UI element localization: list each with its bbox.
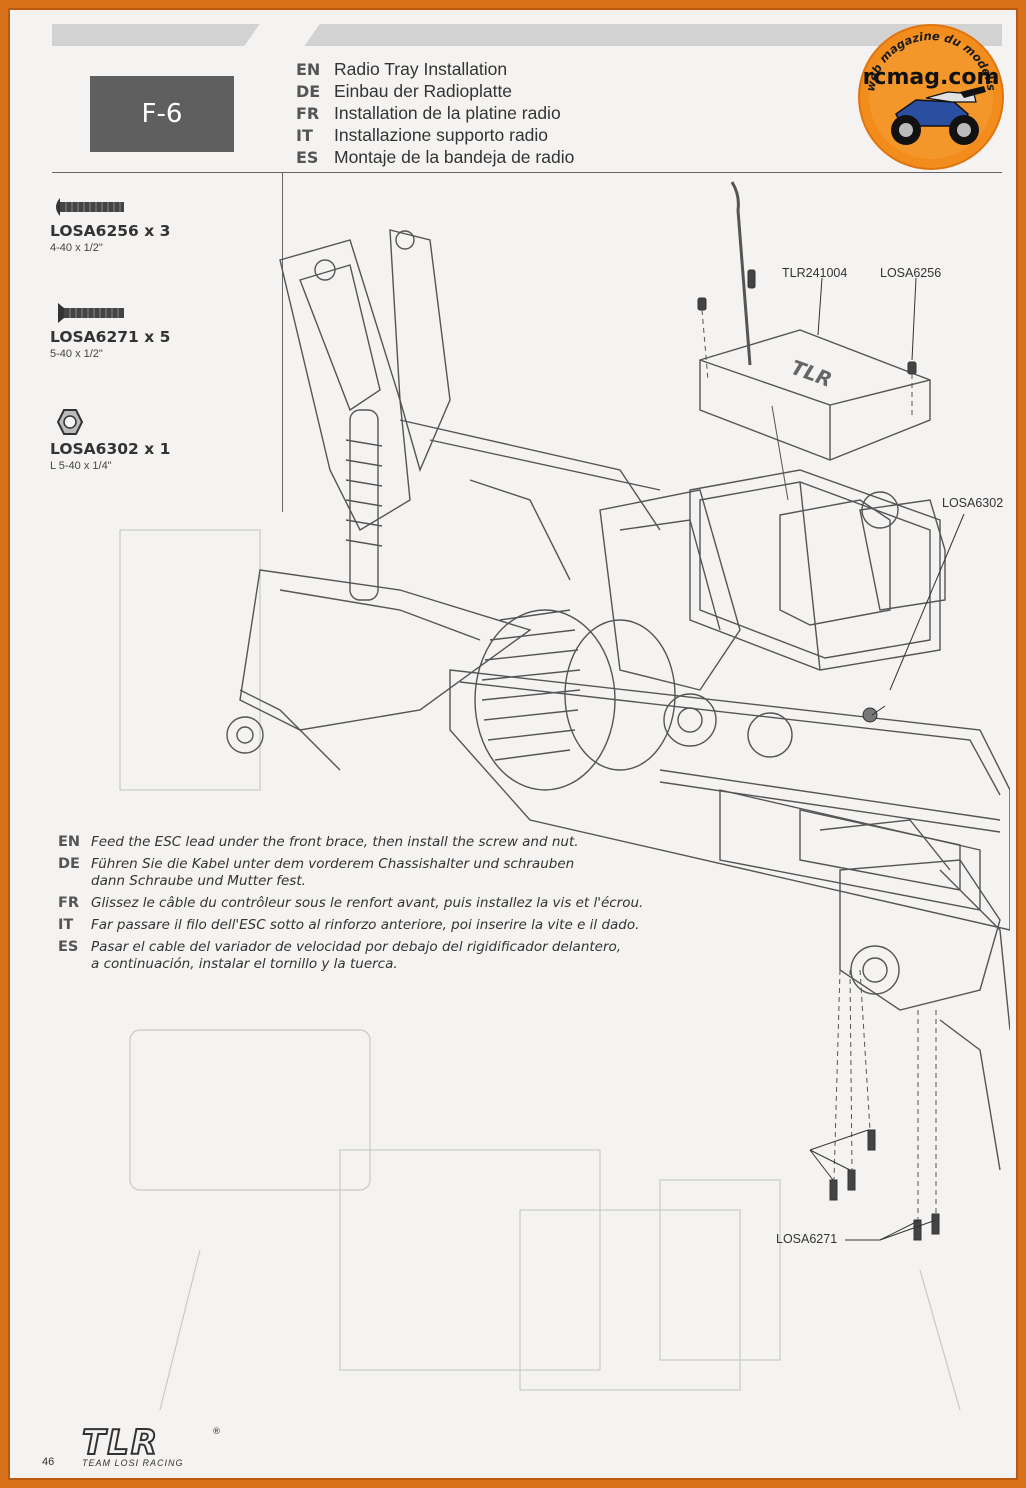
assembly-drawing: TLR — [119, 181, 1010, 1411]
tray-logo-mark: TLR — [788, 355, 835, 392]
header-band — [52, 24, 1002, 46]
instruction-text: Führen Sie die Kabel unter dem vorderem … — [91, 856, 574, 890]
instruction-line: IT Far passare il filo dell'ESC sotto al… — [58, 917, 758, 934]
instruction-text: Glissez le câble du contrôleur sous le r… — [91, 895, 643, 912]
instruction-line: DE Führen Sie die Kabel unter dem vorder… — [58, 856, 758, 890]
team-name: TEAM LOSI RACING — [82, 1458, 184, 1468]
instruction-lang: ES — [58, 939, 79, 955]
title-lang: IT — [296, 125, 313, 145]
title-line: EN Radio Tray Installation — [296, 58, 574, 80]
instruction-lang: DE — [58, 856, 80, 872]
instruction-text-line: Pasar el cable del variador de velocidad… — [91, 939, 622, 955]
title-text: Einbau der Radioplatte — [334, 80, 513, 101]
title-lang: EN — [296, 59, 321, 79]
instruction-text-line: Führen Sie die Kabel unter dem vorderem … — [91, 856, 575, 872]
instruction-line: EN Feed the ESC lead under the front bra… — [58, 834, 758, 851]
tlr-logo: TLR ® — [81, 1424, 221, 1460]
instruction-text-line: Glissez le câble du contrôleur sous le r… — [91, 895, 644, 911]
page-number: 46 — [42, 1456, 55, 1468]
title-lang: DE — [296, 81, 321, 101]
title-lang: FR — [296, 103, 320, 123]
chassis-linework — [226, 181, 1010, 1171]
title-lang: ES — [296, 147, 319, 167]
step-label: F-6 — [90, 76, 234, 152]
part-size: 4-40 x 1/2" — [50, 242, 103, 254]
part-name: LOSA6271 x 5 — [50, 328, 171, 346]
button-head-screw-icon — [56, 198, 124, 216]
title-text: Radio Tray Installation — [334, 58, 508, 79]
callout-tray-screw: LOSA6256 — [880, 266, 942, 280]
title-line: ES Montaje de la bandeja de radio — [296, 146, 574, 168]
title-text: Installation de la platine radio — [334, 102, 561, 123]
instruction-line: ES Pasar el cable del variador de veloci… — [58, 939, 758, 973]
instruction-text: Feed the ESC lead under the front brace,… — [91, 834, 579, 851]
callout-nut: LOSA6302 — [942, 496, 1004, 510]
registered-mark: ® — [212, 1427, 221, 1437]
part-name: LOSA6302 x 1 — [50, 440, 171, 458]
instruction-text-line: Far passare il filo dell'ESC sotto al ri… — [91, 917, 640, 933]
instruction-line: FR Glissez le câble du contrôleur sous l… — [58, 895, 758, 912]
instruction-text-line: a continuación, instalar el tornillo y l… — [91, 956, 398, 972]
title-text: Montaje de la bandeja de radio — [334, 146, 575, 167]
instruction-text: Far passare il filo dell'ESC sotto al ri… — [91, 917, 639, 934]
part-item: LOSA6256 x 3 4-40 x 1/2" — [50, 196, 270, 254]
flat-head-screw-icon — [58, 303, 124, 323]
leader-lines — [809, 277, 965, 1241]
badge-brand: rcmag.com — [863, 65, 1000, 90]
instruction-text: Pasar el cable del variador de velocidad… — [91, 939, 621, 973]
rcmag-badge[interactable]: Le web magazine du modelisme rcmag.com — [856, 22, 1006, 172]
instruction-text-line: dann Schraube und Mutter fest. — [91, 873, 306, 889]
part-item: LOSA6271 x 5 5-40 x 1/2" — [50, 302, 270, 360]
assembly-guides — [701, 309, 937, 1220]
callout-radio-tray: TLR241004 — [782, 266, 848, 280]
title-line: IT Installazione supporto radio — [296, 124, 574, 146]
instruction-lang: FR — [58, 895, 80, 911]
callout-chassis-screws: LOSA6271 — [776, 1232, 838, 1246]
header-divider — [52, 172, 1002, 173]
step-titles: EN Radio Tray Installation DE Einbau der R… — [296, 58, 574, 168]
instruction-lang: IT — [58, 917, 74, 933]
instructions: EN Feed the ESC lead under the front bra… — [58, 834, 758, 978]
title-text: Installazione supporto radio — [334, 124, 549, 145]
hardware-marks — [697, 269, 940, 1241]
hex-nut-icon — [56, 409, 84, 435]
title-line: DE Einbau der Radioplatte — [296, 80, 574, 102]
part-size: 5-40 x 1/2" — [50, 348, 103, 360]
part-size: L 5-40 x 1/4" — [50, 460, 112, 472]
title-line: FR Installation de la platine radio — [296, 102, 574, 124]
tlr-logo-letters: TLR — [82, 1424, 159, 1460]
ghost-underlay — [119, 529, 961, 1411]
instruction-lang: EN — [58, 834, 81, 850]
page-frame — [8, 8, 1018, 1480]
part-item: LOSA6302 x 1 L 5-40 x 1/4" — [50, 408, 270, 472]
buggy-icon — [891, 86, 986, 145]
instruction-text-line: Feed the ESC lead under the front brace,… — [91, 834, 579, 850]
parts-divider — [282, 172, 283, 512]
part-name: LOSA6256 x 3 — [50, 222, 171, 240]
